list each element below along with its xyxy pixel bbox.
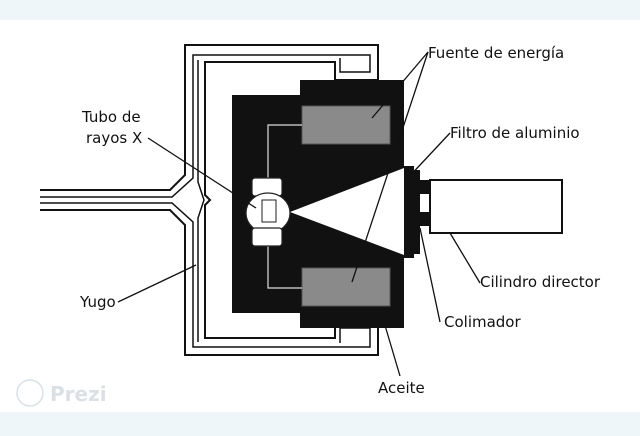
prezi-logo-icon xyxy=(16,379,44,407)
label-xray-tube-line1: Tubo de xyxy=(81,108,141,126)
label-yoke: Yugo xyxy=(79,293,116,311)
leader-yoke xyxy=(117,264,197,303)
leader-filter xyxy=(405,132,451,181)
label-oil: Aceite xyxy=(378,379,425,397)
label-collimator: Colimador xyxy=(444,313,521,331)
label-xray-tube-line2: rayos X xyxy=(86,129,142,147)
energy-source-lower xyxy=(301,267,391,307)
leader-energy-lower xyxy=(351,51,429,283)
prezi-watermark: Prezi xyxy=(16,379,107,407)
xray-beam xyxy=(290,168,404,255)
leader-energy-upper xyxy=(371,51,429,119)
director-cylinder xyxy=(429,179,563,234)
housing-top-step xyxy=(300,80,404,96)
housing-bottom-step xyxy=(300,312,404,328)
label-director-cylinder: Cilindro director xyxy=(480,273,601,291)
leader-lines xyxy=(117,51,481,377)
collimator-frame xyxy=(414,170,420,254)
leader-collimator xyxy=(419,227,441,323)
leader-cylinder xyxy=(449,232,481,284)
label-energy-source: Fuente de energía xyxy=(428,44,564,62)
xray-tube xyxy=(245,177,291,247)
label-aluminium-filter: Filtro de aluminio xyxy=(450,124,580,142)
leader-oil xyxy=(383,321,401,377)
wire-lower xyxy=(267,246,302,289)
aluminium-filter xyxy=(404,166,414,258)
leader-tube xyxy=(147,137,257,209)
prezi-wordmark: Prezi xyxy=(50,382,107,406)
wire-upper xyxy=(267,124,302,178)
